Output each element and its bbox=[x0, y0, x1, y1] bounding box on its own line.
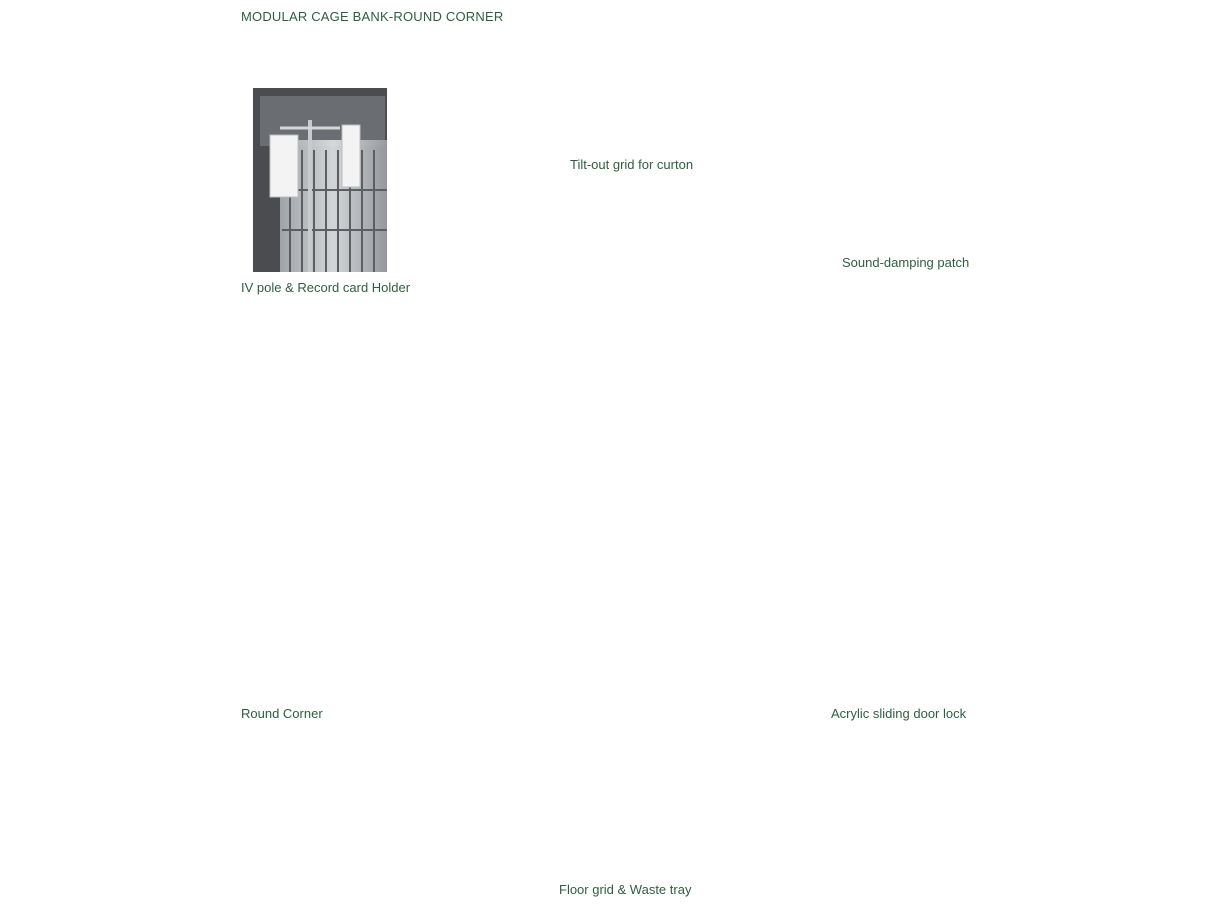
sound-damping-label: Sound-damping patch bbox=[842, 255, 970, 270]
door-lock-label: Acrylic sliding door lock bbox=[831, 706, 967, 721]
round-corner-label: Round Corner bbox=[241, 706, 323, 721]
page-title: MODULAR CAGE BANK-ROUND CORNER bbox=[241, 9, 504, 24]
iv-pole-label: IV pole & Record card Holder bbox=[241, 280, 411, 295]
tilt-grid-label: Tilt-out grid for curton bbox=[570, 157, 694, 172]
iv-pole-thumbnail bbox=[253, 88, 387, 272]
floor-grid-label: Floor grid & Waste tray bbox=[559, 882, 692, 897]
